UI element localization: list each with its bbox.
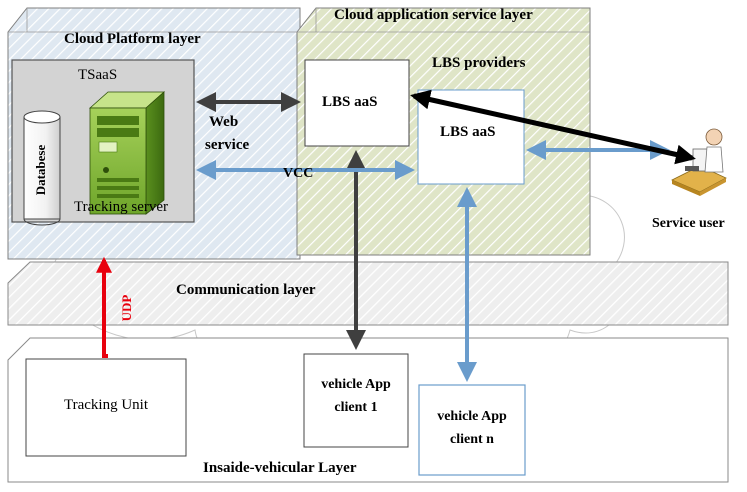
vehicle-app-client-1-box (303, 353, 409, 448)
inside-vehicular-layer-label: Insaide-vehicular Layer (203, 460, 357, 476)
lbs-providers-label: LBS providers (432, 55, 526, 71)
vehicle-app-client-1-line1: vehicle App (321, 377, 391, 392)
tracking-unit-label: Tracking Unit (63, 397, 149, 413)
vehicle-app-client-n-line1: vehicle App (437, 409, 507, 424)
database-label: Databese (33, 144, 48, 196)
vehicle-app-client-n-box (418, 384, 526, 476)
cloud-platform-layer-label: Cloud Platform layer (64, 31, 201, 47)
tsaas-title: TSaaS (78, 67, 118, 83)
black-arrow-lbs-user (410, 89, 696, 165)
database-icon (23, 110, 61, 226)
tracking-unit-box (25, 358, 187, 457)
lbs-aas-1-label: LBS aaS (322, 94, 378, 110)
lbs-aas-box-1 (304, 59, 410, 147)
vehicle-app-client-1-line2: client 1 (334, 400, 378, 415)
lbs-aas-2-label: LBS aaS (440, 124, 496, 140)
service-user-icon (671, 128, 727, 196)
cloud-app-service-layer-label: Cloud application service layer (334, 7, 533, 23)
service-user-label: Service user (652, 216, 725, 231)
udp-label: UDP (119, 294, 134, 322)
udp-arrow (96, 256, 112, 358)
web-service-label-1: Web (209, 114, 239, 130)
web-service-label-2: service (205, 137, 250, 153)
vehicle-app-client-n-line2: client n (450, 432, 494, 447)
communication-layer (7, 261, 729, 326)
communication-layer-label: Communication layer (176, 282, 316, 298)
vcc-label: VCC (283, 166, 314, 181)
tracking-server-label: Tracking server (74, 199, 169, 215)
server-icon (88, 91, 166, 215)
